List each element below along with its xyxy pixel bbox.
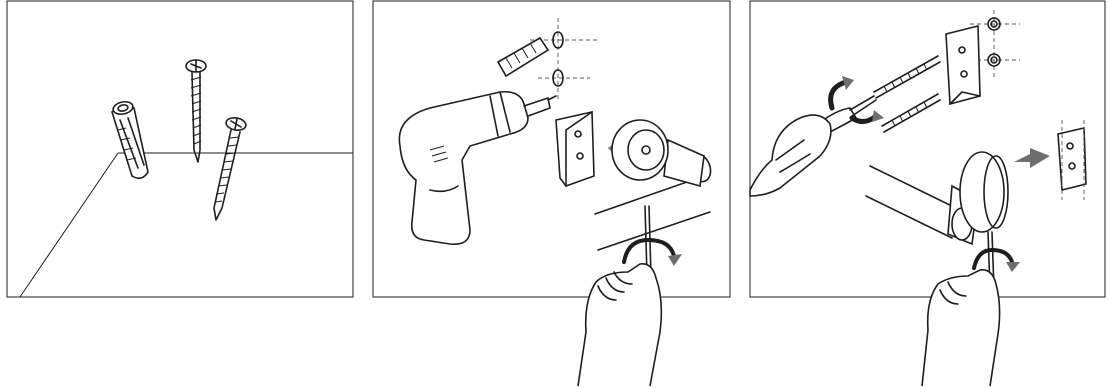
push-arrow-icon: [1014, 148, 1050, 168]
screw-icon: [214, 116, 247, 220]
panel-2: [373, 1, 730, 386]
wall-floor-line: [20, 153, 353, 297]
panel-1: [7, 1, 353, 297]
bracket-icon: [1058, 120, 1086, 200]
hand-icon: [922, 270, 1000, 386]
screw-icon: [186, 60, 206, 162]
towel-bar-icon: [866, 152, 1008, 244]
wall-anchor-icon: [112, 100, 148, 178]
rotate-arrow-icon: [624, 240, 674, 262]
panel-3: [750, 1, 1105, 386]
panel-1-frame: [7, 1, 353, 297]
rotate-arrow-icon: [831, 82, 846, 108]
bracket-icon: [946, 26, 980, 104]
hand-icon: [578, 264, 661, 386]
towel-bar-icon: [595, 120, 714, 250]
screw-icon: [874, 56, 940, 132]
hand-icon: [750, 115, 831, 196]
drill-icon: [399, 92, 556, 244]
bracket-icon: [556, 112, 594, 186]
